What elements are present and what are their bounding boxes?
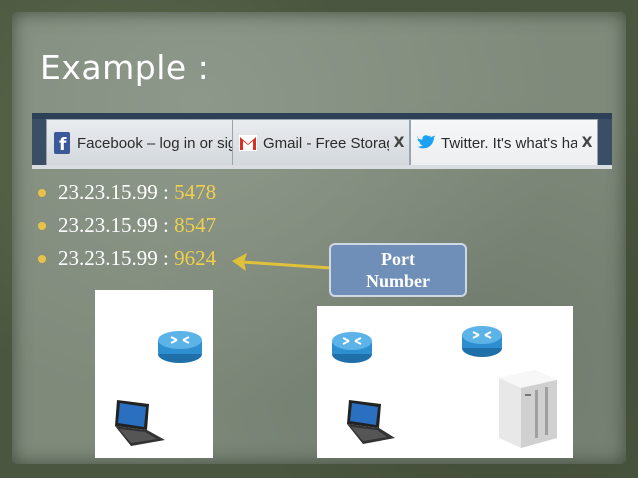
list-item: 23.23.15.99 : 8547: [38, 209, 216, 242]
ip-address: 23.23.15.99 :: [58, 246, 175, 270]
ip-address: 23.23.15.99 :: [58, 180, 175, 204]
port-number: 9624: [174, 246, 217, 270]
bullet-dot: [38, 221, 46, 230]
router-icon: [158, 331, 202, 363]
gmail-icon: [239, 132, 257, 154]
callout-line-2: Number: [366, 271, 430, 291]
callout-line-1: Port: [381, 249, 415, 269]
tab-label: Facebook – log in or sign: [77, 134, 233, 152]
close-icon[interactable]: X: [393, 135, 405, 151]
bullet-dot: [38, 188, 46, 197]
router-icon: [462, 326, 502, 357]
port-number: 5478: [174, 180, 217, 204]
port-number-callout: Port Number: [329, 243, 467, 297]
arrow-icon: [232, 253, 332, 271]
laptop-icon: [115, 400, 165, 446]
tab-label: Twitter. It's what's happe: [441, 134, 577, 152]
network-image-left: [95, 290, 213, 458]
facebook-icon: f: [53, 132, 71, 154]
close-icon[interactable]: X: [581, 135, 593, 151]
twitter-icon: [417, 132, 435, 154]
list-item: 23.23.15.99 : 5478: [38, 176, 216, 209]
tab-strip-bottom-bar: [32, 165, 612, 169]
list-item: 23.23.15.99 : 9624: [38, 242, 216, 275]
browser-tab-strip: f Facebook – log in or sign X Gmail - Fr…: [32, 113, 612, 169]
network-image-right: [317, 306, 573, 458]
svg-text:f: f: [59, 135, 67, 154]
server-icon: [499, 370, 557, 448]
tab-facebook[interactable]: f Facebook – log in or sign X: [46, 119, 254, 167]
router-icon: [332, 332, 372, 363]
slide-title: Example :: [40, 48, 210, 87]
bullet-list: 23.23.15.99 : 5478 23.23.15.99 : 8547 23…: [38, 176, 216, 275]
ip-address: 23.23.15.99 :: [58, 213, 175, 237]
tab-strip-top-bar: [32, 113, 612, 119]
bullet-dot: [38, 254, 46, 263]
tab-twitter[interactable]: Twitter. It's what's happe X: [410, 119, 598, 167]
laptop-icon: [347, 400, 395, 444]
tab-label: Gmail - Free Storage and: [263, 134, 389, 152]
port-number: 8547: [174, 213, 217, 237]
tab-gmail[interactable]: Gmail - Free Storage and X: [232, 119, 410, 167]
